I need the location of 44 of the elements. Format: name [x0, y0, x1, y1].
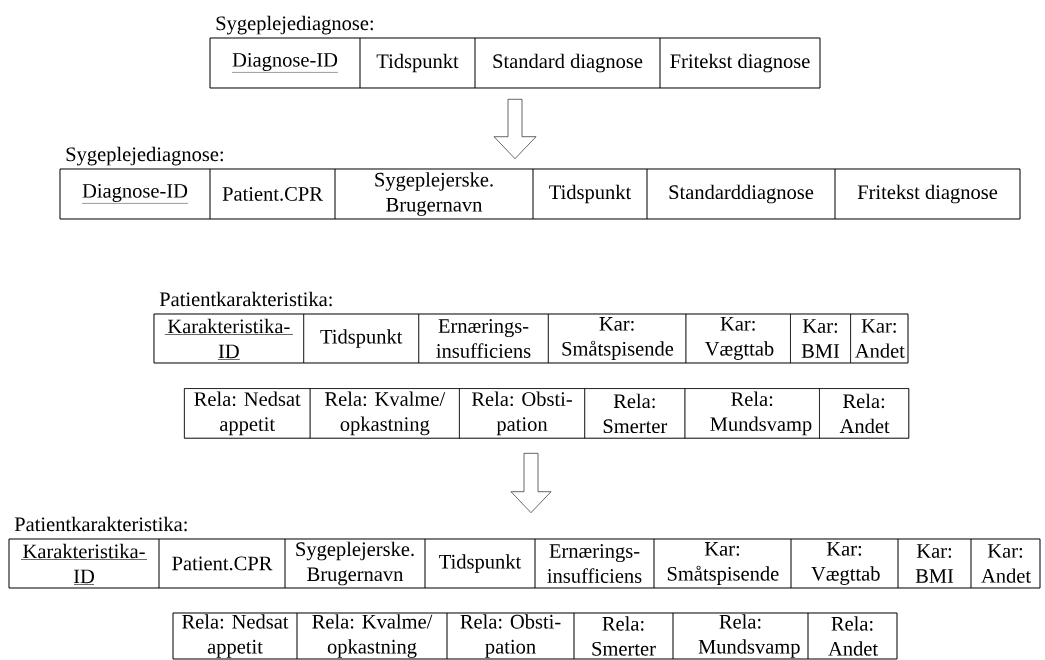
table-cell: Tidspunkt: [359, 37, 476, 89]
table-cell: Kar: Småtspisende: [548, 313, 687, 364]
table-cell: Kar: Vægttab: [790, 538, 899, 589]
table-cell: Tidspunkt: [532, 168, 648, 220]
table-cell: Fritekst diagnose: [834, 168, 1021, 220]
table-cell: Rela: Smerter: [573, 612, 674, 660]
table-cell: Sygeplejerske. Brugernavn: [284, 538, 426, 589]
table-cell: Karakteristika- ID: [8, 538, 160, 589]
table-cell: Kar: Småtspisende: [653, 538, 792, 589]
table-cell: Ernærings- insufficiens: [534, 538, 655, 589]
table-cell: Rela: Kvalme/ opkastning: [309, 388, 460, 439]
table-title: Sygeplejediagnose:: [216, 15, 373, 35]
table-cell: Rela: Nedsat appetit: [172, 612, 298, 660]
table-cell: Tidspunkt: [424, 538, 536, 589]
table-cell: Patient.CPR: [209, 168, 336, 220]
table-cell: Diagnose-ID: [209, 37, 361, 89]
table-cell: Ernærings- insufficiens: [418, 313, 549, 364]
table-title: Patientkarakteristika:: [159, 291, 332, 307]
block-arrow: [493, 99, 537, 159]
table-cell: Rela: Nedsat appetit: [184, 388, 311, 439]
block-arrow: [510, 453, 552, 513]
table-cell: Rela: Obsti- pation: [446, 612, 575, 660]
table-cell: Kar: Andet: [850, 313, 909, 364]
table-cell: Sygeplejerske. Brugernavn: [334, 168, 534, 220]
table-cell: Rela: Kvalme/ opkastning: [296, 612, 448, 660]
table-cell: Kar: Andet: [970, 538, 1041, 589]
table-cell: Rela: Mundsvamp: [684, 388, 820, 439]
table-cell: Rela: Smerter: [584, 388, 686, 439]
table-cell: Kar: BMI: [790, 313, 851, 364]
table-cell: Diagnose-ID: [59, 168, 211, 220]
table-cell: Kar: BMI: [897, 538, 972, 589]
table-cell: Fritekst diagnose: [659, 37, 821, 89]
table-cell: Rela: Andet: [819, 388, 910, 439]
table-cell: Patient.CPR: [158, 538, 286, 589]
table-cell: Rela: Mundsvamp: [672, 612, 809, 660]
table-cell: Standarddiagnose: [646, 168, 836, 220]
table-cell: Karakteristika- ID: [153, 313, 304, 364]
table-cell: Rela: Obsti- pation: [459, 388, 585, 439]
table-cell: Kar: Vægttab: [685, 313, 791, 364]
table-cell: Rela: Andet: [807, 612, 898, 660]
table-cell: Tidspunkt: [303, 313, 419, 364]
table-cell: Standard diagnose: [474, 37, 661, 89]
table-title: Sygeplejediagnose:: [66, 146, 223, 166]
table-title: Patientkarakteristika:: [14, 516, 187, 532]
